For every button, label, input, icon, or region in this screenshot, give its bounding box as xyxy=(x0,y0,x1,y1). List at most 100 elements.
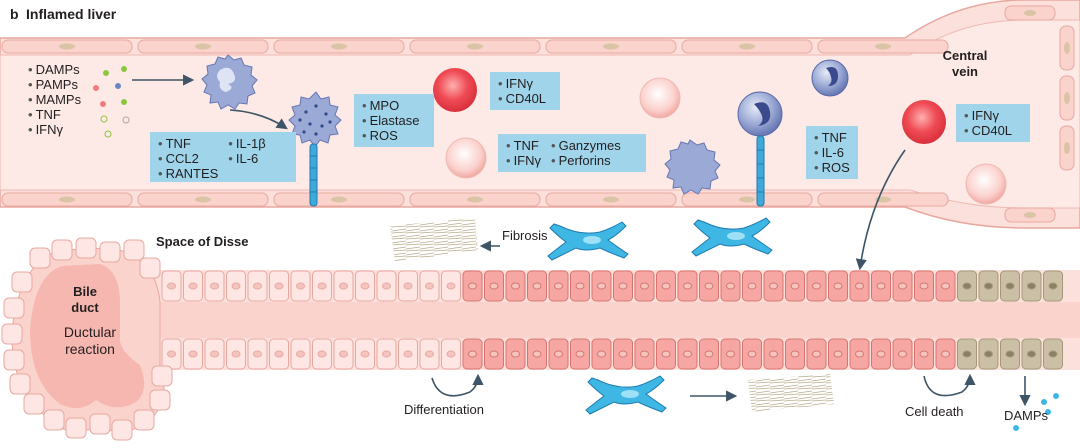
hepatocyte-nucleus xyxy=(640,282,649,290)
hepatocyte-nucleus xyxy=(231,350,241,358)
list-item: IL-6 xyxy=(228,151,265,166)
hepatocyte-nucleus xyxy=(962,282,972,290)
list-item: IFNγ xyxy=(506,153,541,168)
endothelial-nucleus xyxy=(331,196,347,203)
hepatocyte-nucleus xyxy=(704,350,714,358)
stellate-cell-3 xyxy=(585,375,667,415)
cell-death-label: Cell death xyxy=(905,404,964,419)
list-item: Perforins xyxy=(551,153,621,168)
list-item: TNF xyxy=(28,107,81,122)
list-item: IL-6 xyxy=(814,145,850,160)
red-cell-1 xyxy=(433,68,477,112)
hepatocyte-nucleus xyxy=(446,282,456,290)
hepatocyte-nucleus xyxy=(253,350,262,358)
bile-duct-label: Bile duct xyxy=(71,284,99,315)
nk-cell-2 xyxy=(445,137,487,179)
list-item: TNF xyxy=(506,138,541,153)
ductular-cell xyxy=(51,239,73,261)
endothelial-cells-bottom xyxy=(1,192,949,207)
ductular-cell xyxy=(3,349,25,371)
list-item: MAMPs xyxy=(28,92,82,107)
hepatocyte-nucleus xyxy=(769,350,778,358)
hepatocyte-nucleus xyxy=(532,350,542,358)
hepatocyte-nucleus xyxy=(790,350,800,358)
ductular-reaction-label: Ductular reaction xyxy=(63,324,117,357)
hepatocyte-nucleus xyxy=(1027,282,1036,290)
hepatocyte-nucleus xyxy=(1005,350,1015,358)
hepatocyte-nucleus xyxy=(919,282,929,290)
hepatocyte-nucleus xyxy=(296,350,305,358)
stellate-cell-2 xyxy=(691,217,773,257)
hepatocyte-nucleus xyxy=(876,282,886,290)
list-item: DAMPs xyxy=(28,62,81,77)
hepatocyte-nucleus xyxy=(1005,282,1015,290)
hepatocyte-nucleus xyxy=(403,350,413,358)
endothelial-nucleus xyxy=(195,43,211,50)
hepatocyte-nucleus xyxy=(403,282,413,290)
hepatocyte-nucleus xyxy=(468,282,477,290)
list-item: Elastase xyxy=(362,113,426,128)
hepatocyte-nucleus xyxy=(554,282,563,290)
hepatocyte-nucleus xyxy=(618,350,628,358)
nk-cell-1 xyxy=(639,77,681,119)
hepatocyte-nucleus xyxy=(898,350,907,358)
list-item: IFNγ xyxy=(498,76,552,91)
hepatocyte-nucleus xyxy=(833,282,843,290)
ductular-cell xyxy=(133,409,155,431)
hepatocyte-nucleus xyxy=(597,350,606,358)
panel-letter: b xyxy=(10,6,19,22)
hepatocyte-nucleus xyxy=(984,282,993,290)
ductular-cell xyxy=(11,271,33,293)
hepatocyte-nucleus xyxy=(188,282,198,290)
hepatocyte-nucleus xyxy=(855,350,864,358)
hepatocyte-nucleus xyxy=(317,282,327,290)
hepatocyte-nucleus xyxy=(661,282,671,290)
trigger-list: DAMPsPAMPsMAMPsTNFIFNγ xyxy=(28,62,82,137)
hepatocyte-nucleus xyxy=(855,282,864,290)
nk-cell-3 xyxy=(965,163,1007,205)
hepatocyte-nucleus xyxy=(747,350,757,358)
nk-products-box: TNFIFNγ GanzymesPerforins xyxy=(498,134,646,172)
hepatocyte-nucleus xyxy=(167,282,176,290)
damps-dots xyxy=(1013,393,1059,431)
hepatocyte-nucleus xyxy=(898,282,907,290)
ductular-cell xyxy=(1,323,23,345)
hepatocyte-nucleus xyxy=(575,350,585,358)
ductular-cells xyxy=(1,237,173,441)
hepatocyte-nucleus xyxy=(274,282,284,290)
hepatocyte-nucleus xyxy=(683,282,692,290)
hepatocyte-nucleus xyxy=(984,350,993,358)
hepatocyte-nucleus xyxy=(747,282,757,290)
hepatocyte-nucleus xyxy=(317,350,327,358)
hepatocyte-nucleus xyxy=(274,350,284,358)
ductular-cell xyxy=(23,393,45,415)
list-item: RANTES xyxy=(158,166,219,181)
differentiation-label: Differentiation xyxy=(404,402,484,417)
hepatocyte-nucleus xyxy=(876,350,886,358)
monocyte-2 xyxy=(811,59,849,97)
hepatocyte-nucleus xyxy=(618,282,628,290)
hepatocyte-nucleus xyxy=(833,350,843,358)
hepatocyte-nucleus xyxy=(1048,282,1058,290)
endothelial-nucleus xyxy=(603,43,619,50)
hepatocyte-nucleus xyxy=(188,350,198,358)
endothelial-nucleus xyxy=(331,43,347,50)
endothelial-nucleus xyxy=(195,196,211,203)
damps-label: DAMPs xyxy=(1004,408,1049,423)
ductular-cell xyxy=(149,389,171,411)
hepatocyte-nucleus xyxy=(790,282,800,290)
hepatocyte-nucleus xyxy=(812,350,821,358)
fibrosis-fibres-bottom xyxy=(748,374,834,412)
hepatocyte-nucleus xyxy=(554,350,563,358)
ductular-cell xyxy=(151,365,173,387)
list-item: Ganzymes xyxy=(551,138,621,153)
hepatocyte-nucleus xyxy=(511,350,520,358)
vein-to-hepatocyte-arrow xyxy=(855,149,906,271)
ductular-cell xyxy=(111,419,133,441)
ductular-cell xyxy=(29,247,51,269)
ductular-cell xyxy=(89,413,111,435)
endothelial-cells-top xyxy=(1,39,949,54)
ductular-cell xyxy=(75,237,97,259)
